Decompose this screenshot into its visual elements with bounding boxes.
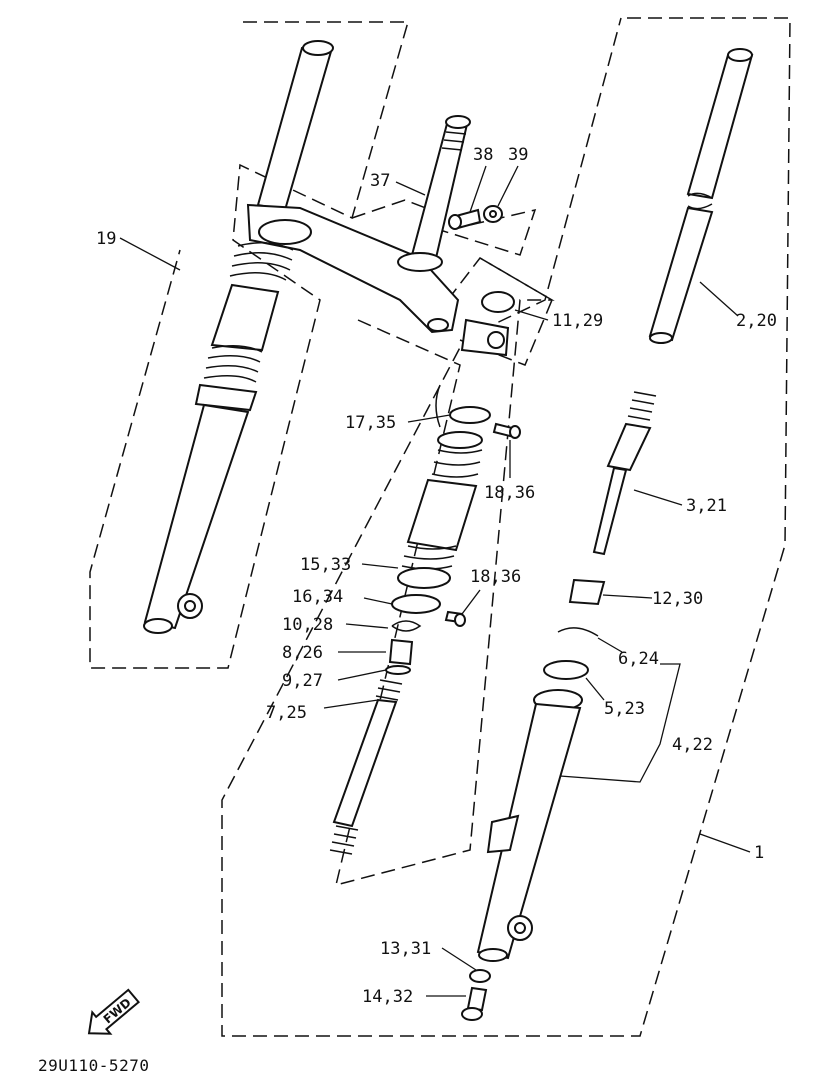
callout-11-29: 11,29	[552, 311, 603, 331]
callout-4-22: 4,22	[672, 735, 713, 755]
drawing-code: 29U110-5270	[38, 1056, 150, 1075]
callout-15-33: 15,33	[300, 555, 351, 575]
cap-11-29	[481, 291, 515, 313]
left-fork-group-outline	[89, 21, 409, 669]
steering-stem	[397, 115, 471, 272]
right-fork-group-outline	[221, 17, 791, 1037]
callout-14-32: 14,32	[362, 987, 413, 1007]
callout-1: 1	[754, 843, 764, 863]
bolt-38	[448, 208, 482, 230]
callout-37: 37	[370, 171, 390, 191]
callout-3-21: 3,21	[686, 496, 727, 516]
callout-16-34: 16,34	[292, 587, 343, 607]
callout-8-26: 8,26	[282, 643, 323, 663]
callout-17-35: 17,35	[345, 413, 396, 433]
callout-labels: 19 37 38 39 11,29 2,20 17,35 18,36 3,21 …	[96, 145, 777, 1007]
callout-2-20: 2,20	[736, 311, 777, 331]
callout-18-36-lower: 18,36	[470, 567, 521, 587]
callout-5-23: 5,23	[604, 699, 645, 719]
washer-39	[483, 205, 503, 223]
leader-lines	[119, 165, 751, 997]
clamp-block	[460, 318, 510, 357]
callout-6-24: 6,24	[618, 649, 659, 669]
callout-18-36-upper: 18,36	[484, 483, 535, 503]
callout-10-28: 10,28	[282, 615, 333, 635]
callout-38: 38	[473, 145, 493, 165]
callout-39: 39	[508, 145, 528, 165]
fwd-arrow-icon: FWD	[87, 988, 141, 1035]
callout-9-27: 9,27	[282, 671, 323, 691]
callout-13-31: 13,31	[380, 939, 431, 959]
steering-bolt-group-outline	[459, 257, 553, 366]
callout-7-25: 7,25	[266, 703, 307, 723]
callout-12-30: 12,30	[652, 589, 703, 609]
left-fork-assembly	[143, 40, 460, 634]
center-fork-parts	[329, 384, 521, 855]
callout-19: 19	[96, 229, 116, 249]
right-fork-parts	[461, 48, 754, 1021]
stem-group-outline	[351, 199, 537, 256]
